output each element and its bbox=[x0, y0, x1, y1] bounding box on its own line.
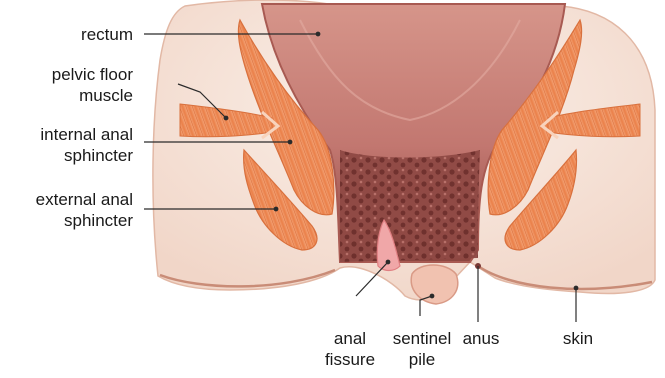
label-rectum-text: rectum bbox=[81, 24, 133, 45]
label-sentinel-line1: sentinel bbox=[384, 328, 460, 349]
label-sentinel-line2: pile bbox=[384, 349, 460, 370]
label-internal-anal-sphincter: internal anal sphincter bbox=[40, 124, 133, 166]
label-external-line2: sphincter bbox=[36, 210, 133, 231]
label-internal-line2: sphincter bbox=[40, 145, 133, 166]
label-external-line1: external anal bbox=[36, 189, 133, 210]
label-pelvic-floor-muscle: pelvic floor muscle bbox=[52, 64, 133, 106]
label-skin-text: skin bbox=[556, 328, 600, 349]
label-sentinel-pile: sentinel pile bbox=[384, 328, 460, 370]
label-pelvic-floor-line2: muscle bbox=[52, 85, 133, 106]
label-anal-fissure: anal fissure bbox=[320, 328, 380, 370]
label-rectum: rectum bbox=[81, 24, 133, 45]
label-anal-fissure-line2: fissure bbox=[320, 349, 380, 370]
anal-canal-mucosa bbox=[340, 150, 480, 262]
label-internal-line1: internal anal bbox=[40, 124, 133, 145]
label-anus: anus bbox=[458, 328, 504, 349]
label-skin: skin bbox=[556, 328, 600, 349]
label-external-anal-sphincter: external anal sphincter bbox=[36, 189, 133, 231]
label-pelvic-floor-line1: pelvic floor bbox=[52, 64, 133, 85]
label-anus-text: anus bbox=[458, 328, 504, 349]
label-anal-fissure-line1: anal bbox=[320, 328, 380, 349]
